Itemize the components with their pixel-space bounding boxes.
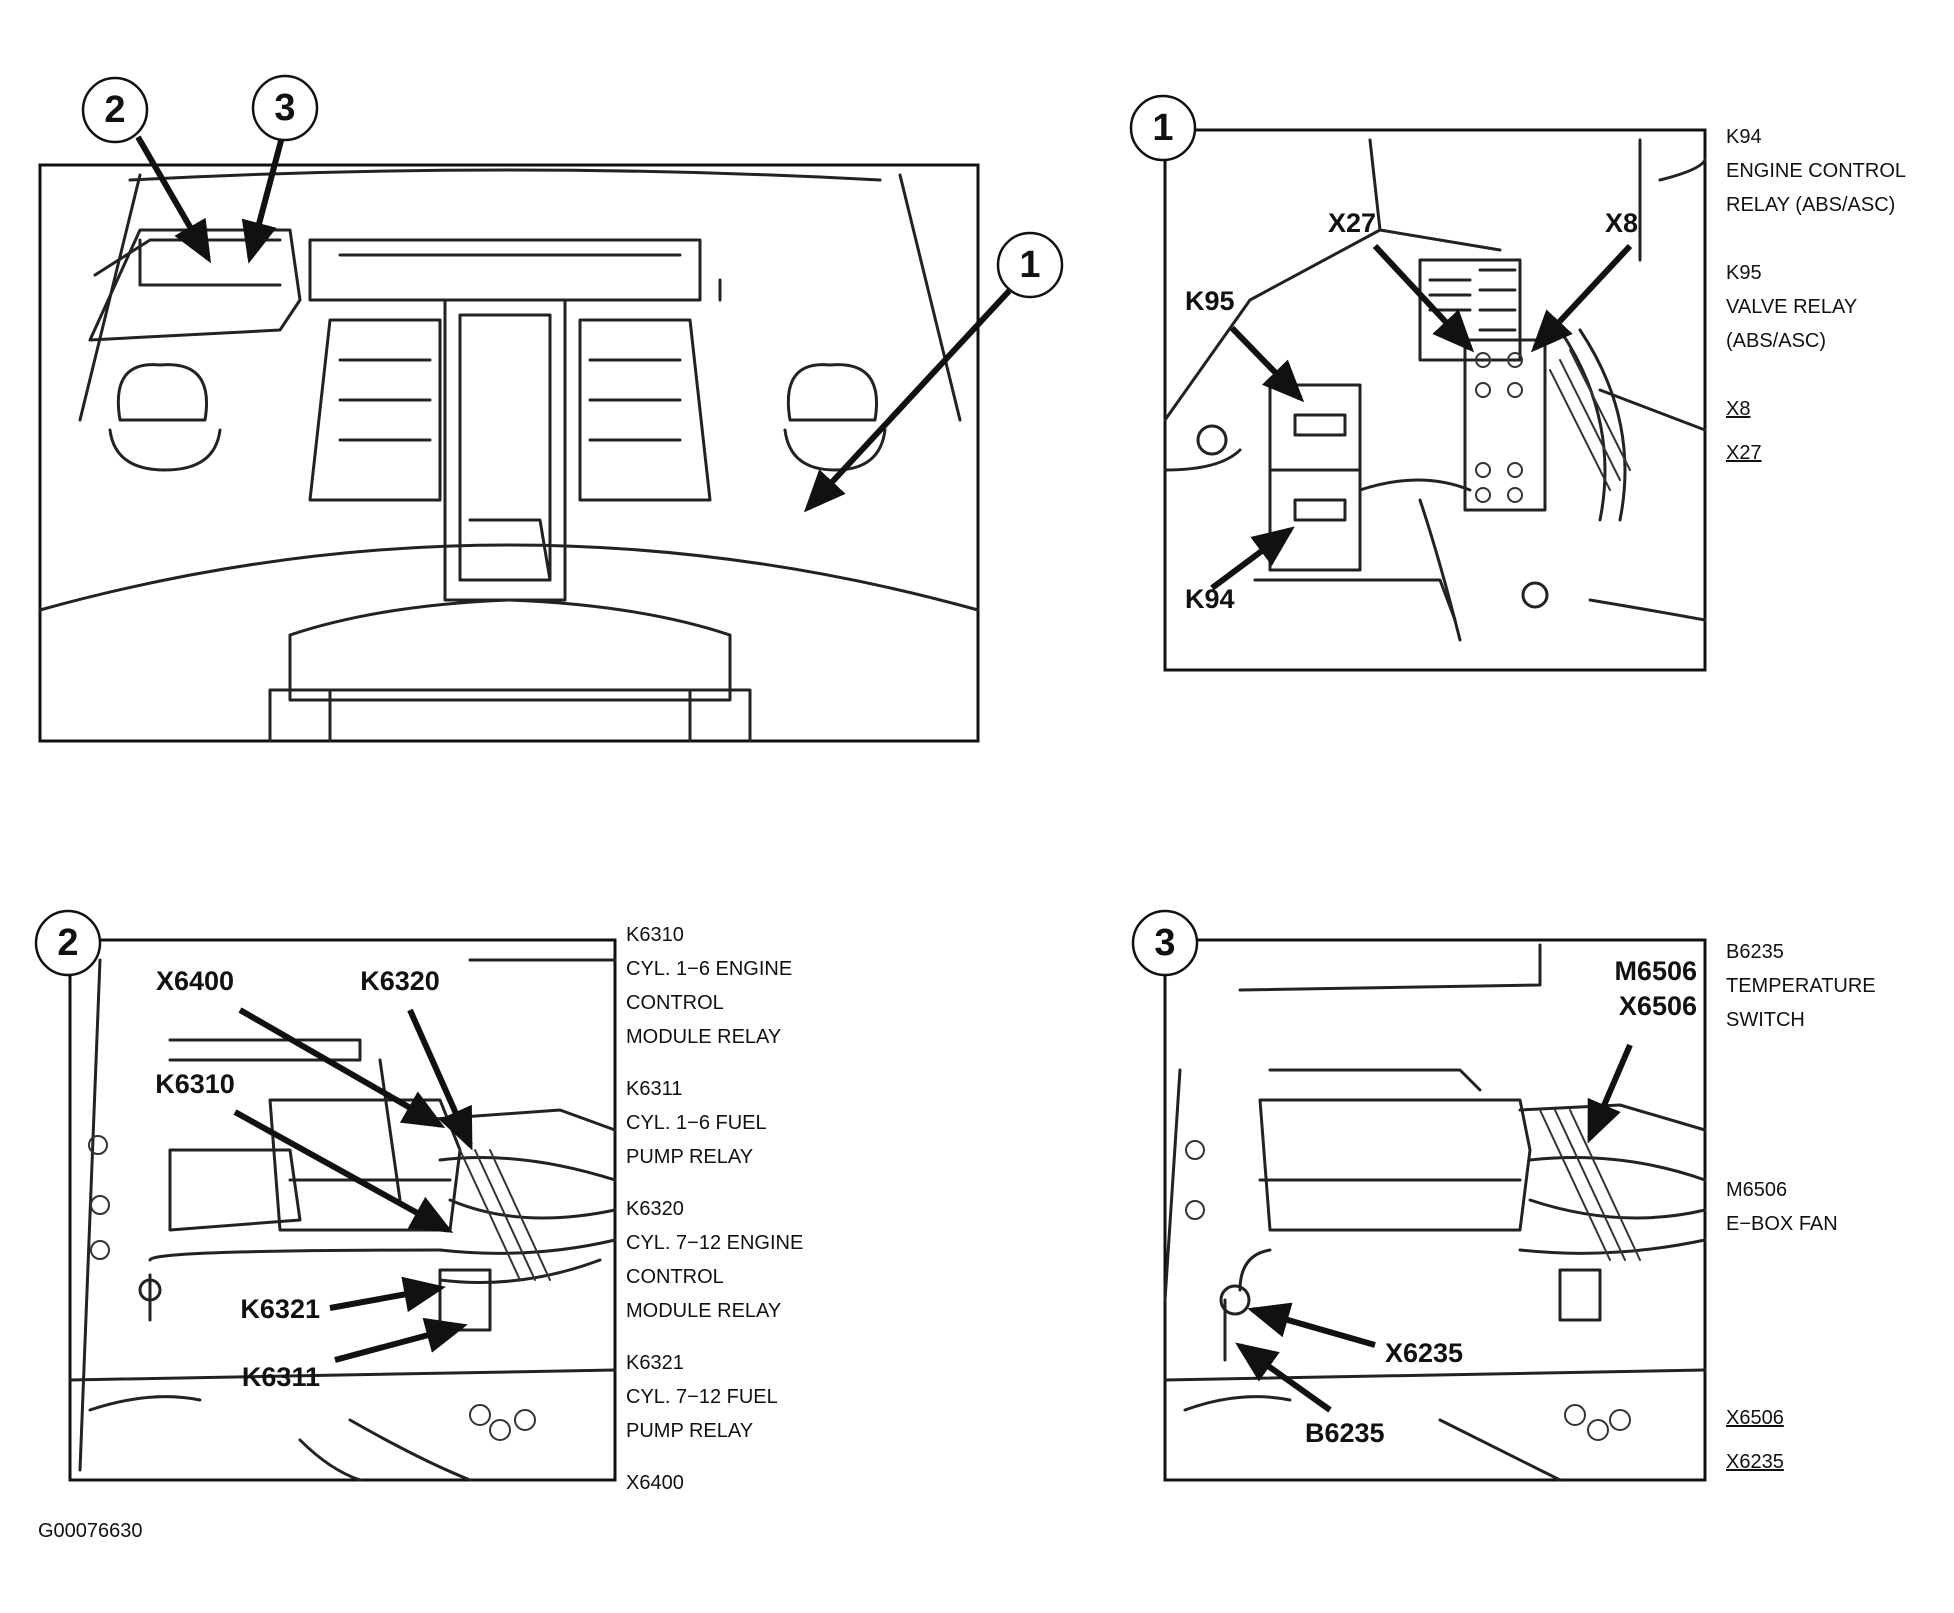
figure-code: G00076630 bbox=[38, 1520, 143, 1542]
label-b6235: B6235 bbox=[1305, 1418, 1385, 1448]
label-x8: X8 bbox=[1605, 208, 1638, 238]
panel-1-legend: K94 ENGINE CONTROL RELAY (ABS/ASC) K95 V… bbox=[1726, 120, 1906, 470]
detail-panel-2: X6400 K6320 K6310 K6321 K6311 2 bbox=[34, 909, 617, 1482]
label-k6321: K6321 bbox=[240, 1294, 320, 1324]
label-k6311: K6311 bbox=[242, 1362, 320, 1392]
legend-line: CYL. 1−6 ENGINE bbox=[626, 958, 793, 980]
legend-line: K6311 bbox=[626, 1078, 683, 1100]
panel-1-callout-number: 1 bbox=[1152, 107, 1173, 149]
legend-line: E−BOX FAN bbox=[1726, 1213, 1838, 1235]
label-m6506: M6506 bbox=[1614, 956, 1697, 986]
panel-1-callout-circle bbox=[1129, 94, 1197, 162]
legend-line: TEMPERATURE bbox=[1726, 975, 1876, 997]
legend-line: VALVE RELAY bbox=[1726, 296, 1858, 318]
callout-1-number: 1 bbox=[1019, 244, 1040, 286]
detail-panel-1: K95 K94 X27 X8 1 bbox=[1129, 94, 1707, 672]
legend-line: K6320 bbox=[626, 1198, 684, 1220]
label-x6506: X6506 bbox=[1619, 991, 1697, 1021]
detail-panel-3: M6506 X6506 X6235 B6235 3 bbox=[1131, 909, 1707, 1482]
legend-line: PUMP RELAY bbox=[626, 1420, 754, 1442]
legend-line: K95 bbox=[1726, 262, 1762, 284]
legend-line: (ABS/ASC) bbox=[1726, 330, 1827, 352]
callout-2-circle bbox=[81, 76, 149, 144]
legend-line: CYL. 7−12 FUEL bbox=[626, 1386, 778, 1408]
panel-3-callout-circle bbox=[1131, 909, 1199, 977]
legend-line: ENGINE CONTROL bbox=[1726, 160, 1907, 182]
label-x6400: X6400 bbox=[156, 966, 234, 996]
legend-line: X8 bbox=[1726, 398, 1751, 420]
label-k95: K95 bbox=[1185, 286, 1235, 316]
label-k6320: K6320 bbox=[360, 966, 440, 996]
callout-1-circle bbox=[996, 231, 1064, 299]
legend-line: X6400 bbox=[626, 1472, 684, 1494]
legend-line: X6506 bbox=[1726, 1407, 1784, 1429]
label-k6310: K6310 bbox=[155, 1069, 235, 1099]
label-k94: K94 bbox=[1185, 584, 1235, 614]
callout-2-number: 2 bbox=[104, 89, 125, 131]
legend-line: RELAY (ABS/ASC) bbox=[1726, 194, 1896, 216]
engine-bay-panel: 2 3 1 bbox=[38, 74, 1064, 743]
callout-3-number: 3 bbox=[274, 87, 295, 129]
legend-line: K94 bbox=[1726, 126, 1762, 148]
callout-3-circle bbox=[251, 74, 319, 142]
panel-3-legend: B6235 TEMPERATURE SWITCH M6506 E−BOX FAN… bbox=[1726, 935, 1876, 1479]
legend-line: B6235 bbox=[1726, 941, 1784, 963]
legend-line: CYL. 1−6 FUEL bbox=[626, 1112, 767, 1134]
legend-line: CYL. 7−12 ENGINE bbox=[626, 1232, 804, 1254]
legend-line: K6310 bbox=[626, 924, 684, 946]
legend-line: M6506 bbox=[1726, 1179, 1788, 1201]
label-x27: X27 bbox=[1328, 208, 1376, 238]
panel-3-callout-number: 3 bbox=[1154, 922, 1175, 964]
legend-line: X6235 bbox=[1726, 1451, 1784, 1473]
legend-line: MODULE RELAY bbox=[626, 1300, 782, 1322]
legend-line: X27 bbox=[1726, 442, 1762, 464]
panel-2-legend: K6310 CYL. 1−6 ENGINE CONTROL MODULE REL… bbox=[626, 918, 803, 1500]
panel-2-callout-number: 2 bbox=[57, 922, 78, 964]
legend-line: K6321 bbox=[626, 1352, 684, 1374]
legend-line: SWITCH bbox=[1726, 1009, 1805, 1031]
legend-line: CONTROL bbox=[626, 1266, 724, 1288]
legend-line: CONTROL bbox=[626, 992, 724, 1014]
legend-line: MODULE RELAY bbox=[626, 1026, 782, 1048]
panel-2-callout-circle bbox=[34, 909, 102, 977]
legend-line: PUMP RELAY bbox=[626, 1146, 754, 1168]
label-x6235: X6235 bbox=[1385, 1338, 1463, 1368]
